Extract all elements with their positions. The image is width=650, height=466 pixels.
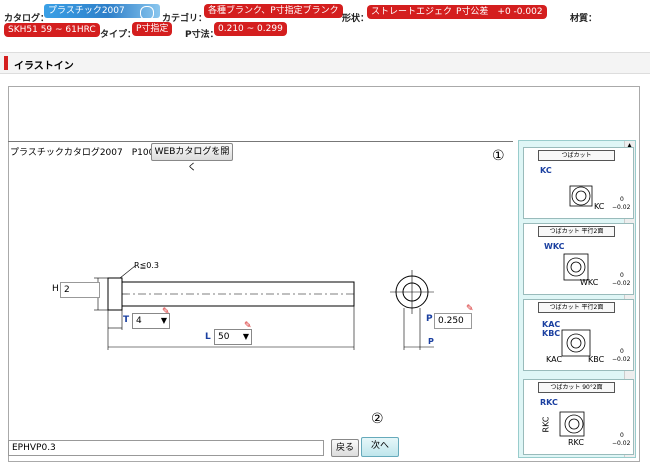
scroll-up-icon[interactable]: ▲: [627, 142, 632, 149]
option-tol-bottom: −0.02: [612, 280, 631, 287]
p-dimension-label: P寸法：: [185, 30, 219, 40]
option-dim-code: WKC: [580, 278, 599, 287]
l-dimension-select[interactable]: 50 ▼: [214, 329, 252, 345]
drawing-area: [8, 141, 513, 442]
chevron-down-icon: ▼: [242, 332, 249, 341]
t-dimension-select[interactable]: 4 ▼: [132, 313, 170, 329]
step-1-marker: ①: [492, 148, 505, 164]
p-dimension-label-drawing: P: [426, 314, 433, 324]
kc-shape-icon: [569, 185, 593, 207]
tolerance-badge[interactable]: P寸公差 +0 -0.002: [452, 5, 547, 19]
option-tol-top: 0: [620, 432, 624, 439]
t-dimension-value: 4: [136, 316, 142, 326]
option-dim-code: KAC: [546, 355, 563, 364]
shape-label: 形状：: [342, 14, 370, 24]
option-dim-code: KC: [594, 202, 605, 211]
section-title: イラストイン: [14, 61, 74, 72]
option-code-2: KBC: [542, 329, 561, 338]
option-caption: つばカット 90°2面: [538, 382, 615, 393]
option-code: RKC: [540, 398, 558, 407]
option-caption: つばカット 平行2面: [538, 302, 615, 313]
radius-label: R≦0.3: [134, 261, 159, 270]
option-caption: つばカット: [538, 150, 615, 161]
option-code: KAC: [542, 320, 561, 329]
option-dim-code-side: RKC: [541, 416, 551, 433]
rkc-shape-icon: [559, 411, 585, 437]
option-caption: つばカット 平行2面: [538, 226, 615, 237]
section-header: イラストイン: [0, 52, 650, 74]
logo-swirl-icon: [140, 6, 154, 20]
catalog-reference: プラスチックカタログ2007 P100: [10, 148, 155, 158]
option-card-wkc[interactable]: つばカット 平行2面 WKC WKC 0 −0.02: [523, 223, 634, 295]
type-badge[interactable]: P寸指定: [132, 22, 173, 36]
option-dim-code: RKC: [568, 438, 584, 447]
p-dimension-label-lower: P: [428, 337, 434, 346]
pin-drawing: [94, 265, 434, 350]
category-label: カテゴリ：: [162, 14, 208, 24]
option-tol-top: 0: [620, 196, 624, 203]
edit-pencil-icon: ✎: [466, 304, 474, 314]
option-panel[interactable]: ▲ ▼ つばカット KC KC 0 −0.02 つばカット 平行2面 WKC W…: [518, 140, 636, 458]
edit-pencil-icon: ✎: [244, 321, 252, 331]
open-web-catalog-button[interactable]: WEBカタログを開く: [151, 143, 233, 173]
p-dimension-input[interactable]: 0.250: [434, 313, 472, 329]
option-dim-code-2: KBC: [588, 355, 605, 364]
catalog-badge[interactable]: プラスチック2007: [44, 4, 160, 18]
h-dimension-label: H: [52, 284, 59, 294]
edit-pencil-icon: ✎: [162, 307, 170, 317]
l-dimension-label: L: [205, 332, 211, 342]
back-button[interactable]: 戻る: [331, 439, 359, 457]
section-accent: [4, 56, 8, 70]
option-card-kc[interactable]: つばカット KC KC 0 −0.02: [523, 147, 634, 219]
option-card-rkc[interactable]: つばカット 90°2面 RKC RKC RKC 0 −0.02: [523, 379, 634, 455]
option-tol-bottom: −0.02: [612, 204, 631, 211]
p-dimension-badge[interactable]: 0.210 ~ 0.299: [214, 22, 287, 36]
option-tol-bottom: −0.02: [612, 356, 631, 363]
part-code-field[interactable]: EPHVP0.3: [8, 440, 324, 456]
option-code: WKC: [544, 242, 565, 251]
kac-kbc-shape-icon: [561, 329, 591, 357]
option-tol-top: 0: [620, 272, 624, 279]
option-card-kac-kbc[interactable]: つばカット 平行2面 KAC KBC KAC KBC 0 −0.02: [523, 299, 634, 371]
h-dimension-input[interactable]: 2: [60, 282, 100, 298]
chevron-down-icon: ▼: [160, 316, 167, 325]
t-dimension-label: T: [123, 315, 130, 325]
option-tol-bottom: −0.02: [612, 440, 631, 447]
material-label: 材質：: [570, 14, 598, 24]
step-2-marker: ②: [371, 411, 384, 427]
option-tol-top: 0: [620, 348, 624, 355]
category-badge[interactable]: 各種ブランク、P寸指定ブランク: [204, 4, 343, 18]
option-code: KC: [540, 166, 552, 175]
material-badge[interactable]: SKH51 59 ~ 61HRC: [4, 23, 100, 37]
type-label: タイプ：: [100, 30, 137, 40]
next-button[interactable]: 次へ: [361, 437, 399, 457]
catalog-label: カタログ：: [4, 14, 50, 24]
wkc-shape-icon: [563, 253, 589, 281]
l-dimension-value: 50: [218, 332, 230, 342]
